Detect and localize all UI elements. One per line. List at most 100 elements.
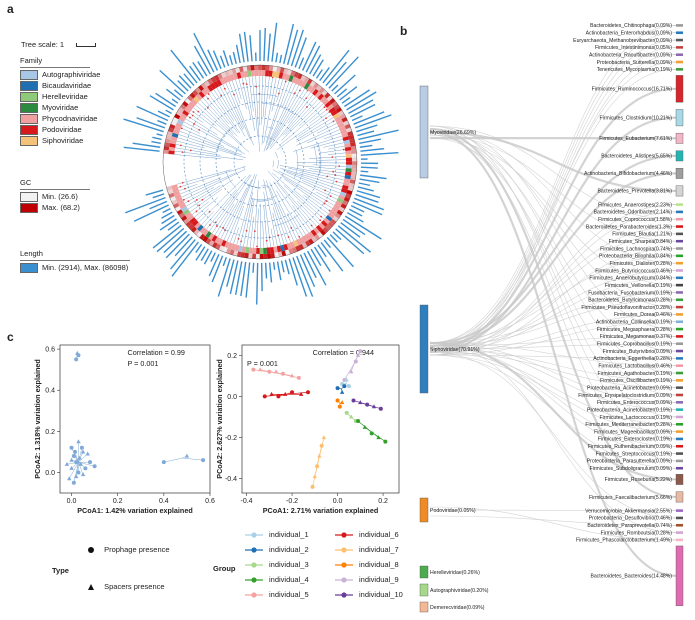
pcoa-point <box>339 400 345 405</box>
sankey-taxon-node <box>676 459 683 463</box>
family-ring-segment <box>345 168 352 173</box>
length-bar <box>294 37 307 68</box>
sankey-taxon-label: Fusobacteria_Fusobacterium(0.19%) <box>588 290 672 296</box>
family-swatch <box>20 113 38 124</box>
group-legend-label: individual_4 <box>269 575 309 584</box>
length-bar <box>189 65 201 81</box>
length-bar <box>193 33 215 73</box>
sankey-taxon-node <box>676 239 683 243</box>
sankey-taxon-label: Firmicutes_Roseburia(5.22%) <box>605 477 673 483</box>
family-ring-segment <box>324 101 332 108</box>
family-ring-segment <box>336 197 344 204</box>
pcoa-point <box>251 367 256 372</box>
gc-ring-segment <box>263 253 268 259</box>
tree-branch <box>238 78 247 109</box>
length-bar <box>195 246 206 261</box>
family-ring-segment <box>345 171 352 176</box>
sankey-taxon-label: Firmicutes_Mediterraneibacter(0.28%) <box>585 422 672 428</box>
family-ring-segment <box>303 82 310 90</box>
sankey-taxon-node <box>676 357 683 360</box>
tree-branch <box>180 177 222 195</box>
tree-node-marker <box>198 128 201 131</box>
tree-branch <box>293 135 343 152</box>
gc-ring-segment <box>343 196 350 203</box>
sankey-taxon-node <box>676 423 683 426</box>
family-swatch <box>20 135 38 146</box>
tree-node-marker <box>195 210 198 213</box>
gc-ring-segment <box>300 74 307 82</box>
length-bar <box>167 221 180 231</box>
length-bar <box>357 130 375 137</box>
family-ring-segment <box>331 206 339 213</box>
family-ring-segment <box>174 125 181 132</box>
sankey-flow <box>429 125 677 440</box>
family-legend-item: Herelleviridae <box>20 91 112 102</box>
sankey-taxon-node <box>675 150 684 162</box>
sankey-taxon-label: Proteobacteria_Desulfovibrio(0.46%) <box>589 516 673 522</box>
sankey-family-label: Demerecviridae(0.09%) <box>430 605 485 611</box>
tree-node-marker <box>331 156 334 159</box>
pcoa-point <box>276 394 281 399</box>
length-bar <box>212 50 222 70</box>
tree-node-marker <box>332 170 335 173</box>
tree-node-marker <box>298 235 301 238</box>
length-bar <box>156 133 163 137</box>
tree-node-marker <box>207 93 210 95</box>
length-bar <box>348 208 363 217</box>
tree-branch-arc <box>272 160 274 168</box>
family-ring-segment <box>315 225 323 232</box>
gc-ring-segment <box>259 253 264 260</box>
tree-branch <box>279 106 326 146</box>
tree-branch <box>187 115 218 136</box>
gc-ring-segment <box>318 87 325 94</box>
sankey-flow <box>429 32 677 347</box>
family-ring-segment <box>261 70 266 77</box>
sankey-family-label: Podoviridae(0.05%) <box>430 508 476 514</box>
panel-b-letter: b <box>400 24 408 38</box>
family-ring-segment <box>254 70 259 77</box>
family-ring-segment <box>285 74 291 81</box>
tree-node-marker <box>284 80 287 83</box>
length-bar <box>346 212 364 223</box>
tree-branch <box>272 169 335 206</box>
tree-branch-arc <box>261 184 268 187</box>
length-bar <box>271 22 278 62</box>
gc-ring-segment <box>288 248 294 255</box>
family-ring-segment <box>288 75 294 83</box>
x-tick-label: 0.4 <box>159 498 169 505</box>
gc-ring-segment <box>269 65 274 71</box>
tree-node-marker <box>195 199 198 201</box>
tree-branch <box>319 149 346 154</box>
gc-ring-segment <box>336 209 343 216</box>
sankey-taxon-node <box>676 60 683 64</box>
family-ring-segment <box>171 184 178 190</box>
sankey-flow <box>429 348 677 454</box>
tree-branch <box>284 178 331 212</box>
family-ring-segment <box>219 77 226 85</box>
tree-node-marker <box>277 92 280 95</box>
family-ring-segment <box>273 246 278 253</box>
family-ring-segment <box>179 203 187 210</box>
y-tick-label: -0.2 <box>225 435 237 442</box>
family-ring-segment <box>344 174 351 180</box>
gc-ring-segment <box>277 251 283 258</box>
sankey-taxon-label: Firmicutes_Faecalibacterium(5.66%) <box>589 495 672 501</box>
sankey-taxon-node <box>676 401 683 404</box>
gc-ring-segment <box>170 120 177 126</box>
gc-ring-segment <box>279 67 285 74</box>
length-bar <box>159 69 186 95</box>
gc-max-label: Max. (68.2) <box>42 203 80 212</box>
gc-ring-segment <box>229 249 235 256</box>
gc-ring-segment <box>202 235 209 243</box>
gc-ring-segment <box>338 206 345 213</box>
gc-ring-segment <box>190 226 197 233</box>
family-ring-segment <box>319 96 327 103</box>
group-legend-label: individual_5 <box>269 590 309 599</box>
family-ring-segment <box>304 233 312 241</box>
family-ring-segment <box>188 101 196 108</box>
type-legend-spacers: Spacers presence <box>88 582 165 591</box>
gc-ring-segment <box>184 98 191 105</box>
sankey-taxon-node <box>676 386 683 389</box>
tree-branch <box>193 107 217 127</box>
